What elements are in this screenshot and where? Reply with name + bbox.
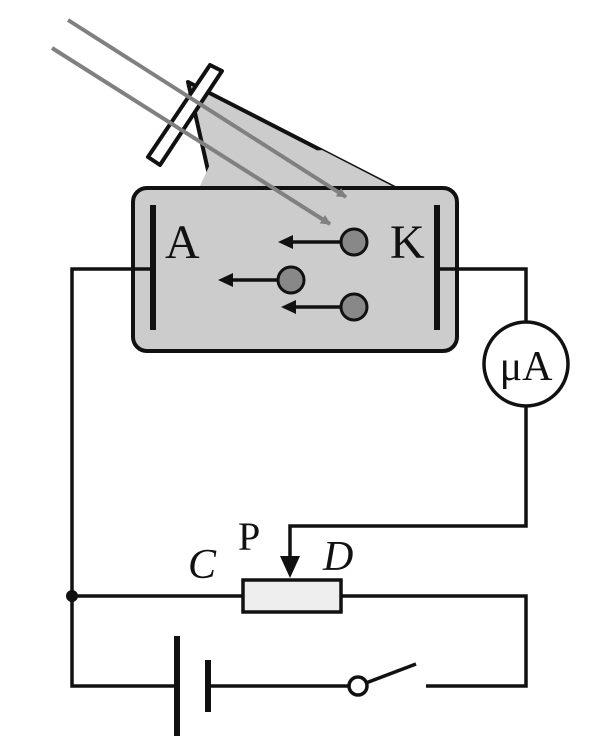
anode-label: A	[165, 216, 200, 269]
wire-meter-slider	[288, 406, 528, 560]
cathode-label: K	[390, 216, 425, 269]
electron-1	[278, 227, 369, 257]
switch-pivot	[347, 675, 369, 697]
slider-arrowhead	[280, 556, 300, 578]
microammeter: μA	[482, 320, 570, 408]
electron-dot	[276, 265, 306, 295]
wire-anode-left	[70, 267, 175, 688]
slider-label: P	[238, 514, 260, 559]
microammeter-label: μA	[500, 344, 554, 390]
light-ray-2	[50, 46, 332, 226]
electron-3	[281, 292, 369, 322]
light-ray-1	[66, 18, 348, 199]
wire-d-right	[341, 594, 528, 688]
electron-dot	[339, 292, 369, 322]
electron-dot	[339, 227, 369, 257]
wire-cathode-meter	[437, 267, 528, 322]
junction-node	[66, 590, 78, 602]
circuit-wires	[70, 267, 528, 688]
end-c-label: C	[188, 542, 217, 588]
electron-2	[218, 265, 306, 295]
rheostat	[241, 578, 343, 614]
battery	[174, 636, 211, 736]
switch	[347, 662, 417, 697]
end-d-label: D	[322, 534, 353, 580]
tube-neck-joint	[200, 150, 392, 186]
